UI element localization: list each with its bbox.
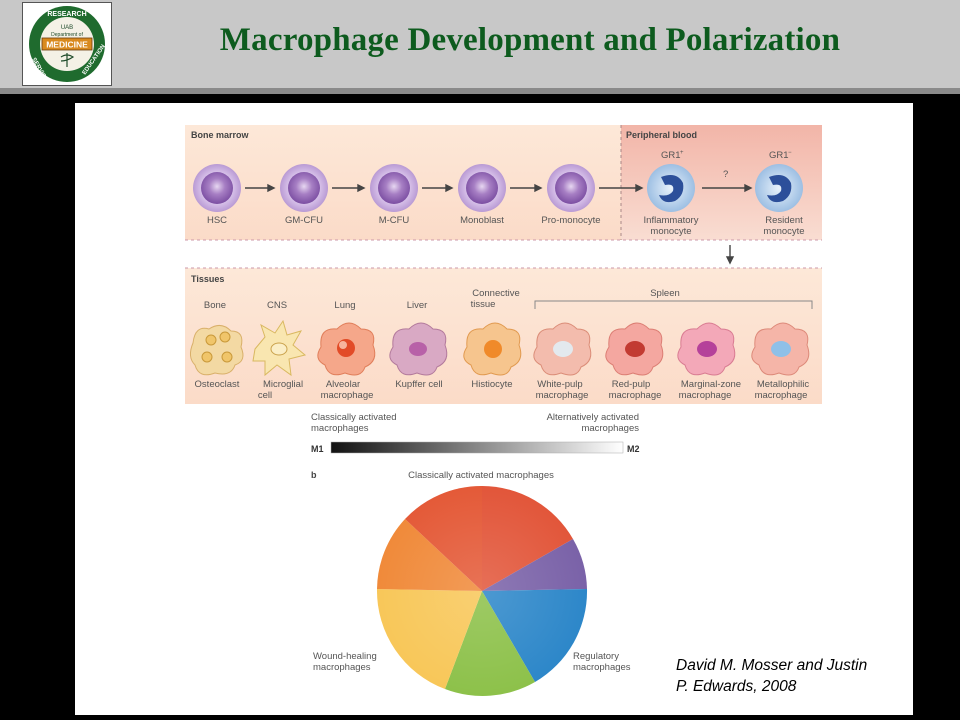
slide-title: Macrophage Development and Polarization (219, 22, 841, 58)
tissue-spleen-label: Spleen (650, 288, 680, 299)
white-pulp-label-1: White-pulp (537, 379, 582, 390)
header-divider (0, 88, 960, 94)
alveolar-label-1: Alveolar (326, 379, 360, 390)
red-pulp-label-1: Red-pulp (612, 379, 651, 390)
logo-uab-text: UAB (61, 25, 73, 31)
tissue-cns-label: CNS (267, 300, 287, 311)
histiocyte-label: Histiocyte (471, 379, 512, 390)
gr1-minus-label: GR1 (769, 150, 789, 161)
marginal-zone-macrophage-cell (677, 322, 736, 376)
microglial-label-2: cell (258, 390, 272, 401)
classically-activated-label-1: Classically activated (311, 412, 397, 423)
gr1-plus-label: GR1 (661, 150, 681, 161)
alternatively-activated-label-2: macrophages (581, 423, 639, 434)
alveolar-macrophage-cell (317, 322, 376, 376)
marginal-zone-label-1: Marginal-zone (681, 379, 741, 390)
alveolar-label-2: macrophage (321, 390, 374, 401)
m1-label: M1 (311, 444, 324, 454)
tissue-lung-label: Lung (334, 300, 355, 311)
macrophage-development-figure: Bone marrow Peripheral blood ? GR1 (185, 125, 822, 404)
tissue-connective-label-1: Connective (472, 288, 520, 299)
wound-healing-label-1: Wound-healing (313, 651, 377, 662)
m-cfu-label: M-CFU (379, 215, 410, 226)
inflammatory-monocyte-label-2: monocyte (650, 226, 691, 237)
tissue-liver-label: Liver (407, 300, 428, 311)
metallophilic-macrophage-cell (751, 322, 810, 376)
citation: David M. Mosser and Justin P. Edwards, 2… (676, 655, 912, 697)
wound-healing-label-2: macrophages (313, 662, 371, 673)
regulatory-label-2: macrophages (573, 662, 631, 673)
metallophilic-label-1: Metallophilic (757, 379, 810, 390)
logo-research-text: RESEARCH (47, 11, 86, 18)
inflammatory-monocyte-cell (647, 164, 695, 212)
hsc-label: HSC (207, 215, 227, 226)
microglial-cell (252, 319, 307, 377)
resident-monocyte-label-2: monocyte (763, 226, 804, 237)
resident-monocyte-label-1: Resident (765, 215, 803, 226)
tissues-label: Tissues (191, 274, 224, 284)
microglial-label-1: Microglial (263, 379, 303, 390)
histiocyte-cell (463, 322, 522, 376)
m2-label: M2 (627, 444, 640, 454)
regulatory-label-1: Regulatory (573, 651, 619, 662)
osteoclast-label: Osteoclast (195, 379, 240, 390)
red-pulp-macrophage-cell (605, 322, 664, 376)
red-pulp-label-2: macrophage (609, 390, 662, 401)
kupffer-cell (389, 322, 448, 376)
osteoclast-cell (189, 325, 244, 376)
m1-m2-gradient-bar (330, 441, 624, 454)
slide-header: RESEARCH SERVICE EDUCATION UAB Departmen… (0, 0, 960, 88)
m-cfu-cell (370, 164, 418, 212)
gm-cfu-cell (280, 164, 328, 212)
citation-line-1: David M. Mosser and Justin (676, 657, 868, 674)
monoblast-label: Monoblast (460, 215, 504, 226)
pro-monocyte-label: Pro-monocyte (541, 215, 600, 226)
svg-text:−: − (788, 150, 792, 156)
panel-a-label: a (311, 399, 317, 401)
metallophilic-label-2: macrophage (755, 390, 808, 401)
white-pulp-label-2: macrophage (536, 390, 589, 401)
pie-classically-activated-label: Classically activated macrophages (408, 470, 554, 481)
resident-monocyte-cell (755, 164, 803, 212)
pro-monocyte-cell (547, 164, 595, 212)
hsc-cell (193, 164, 241, 212)
logo-department-text: Department of (51, 32, 83, 38)
peripheral-blood-label: Peripheral blood (626, 130, 697, 140)
bone-marrow-label: Bone marrow (191, 130, 250, 140)
monoblast-cell (458, 164, 506, 212)
tissue-bone-label: Bone (204, 300, 226, 311)
marginal-zone-label-2: macrophage (679, 390, 732, 401)
white-pulp-macrophage-cell (533, 322, 592, 376)
gm-cfu-label: GM-CFU (285, 215, 323, 226)
logo-medicine-text: MEDICINE (46, 40, 88, 50)
tissue-connective-label-2: tissue (471, 299, 496, 310)
inflammatory-monocyte-label-1: Inflammatory (644, 215, 699, 226)
polarization-wheel (376, 485, 588, 696)
unknown-transition-mark: ? (723, 169, 728, 180)
citation-line-2: P. Edwards, 2008 (676, 678, 797, 695)
kupffer-label: Kupffer cell (395, 379, 442, 390)
uab-medicine-logo: RESEARCH SERVICE EDUCATION UAB Departmen… (22, 2, 112, 86)
figure-panel: Bone marrow Peripheral blood ? GR1 (75, 103, 913, 715)
alternatively-activated-label-1: Alternatively activated (547, 412, 639, 423)
svg-text:+: + (680, 150, 684, 156)
panel-b-label: b (311, 470, 317, 480)
macrophage-polarization-figure: a Classically activated macrophages Alte… (311, 399, 640, 696)
classically-activated-label-2: macrophages (311, 423, 369, 434)
